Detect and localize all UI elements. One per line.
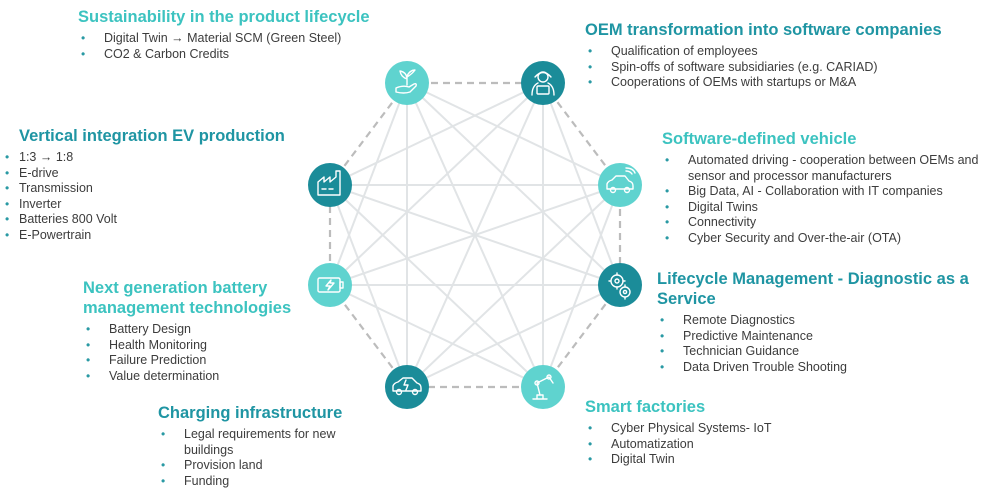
list-item: Transmission bbox=[5, 181, 305, 197]
ring-dashed-line bbox=[329, 82, 408, 186]
ring-dashed-line bbox=[542, 284, 621, 388]
topic-oem-list: Qualification of employees Spin-offs of … bbox=[585, 44, 985, 91]
list-item: Automatization bbox=[585, 437, 885, 453]
list-item: Value determination bbox=[83, 369, 308, 385]
topic-sdv-list: Automated driving - cooperation between … bbox=[662, 153, 992, 247]
list-item: Connectivity bbox=[662, 215, 992, 231]
list-item: Spin-offs of software subsidiaries (e.g.… bbox=[585, 60, 985, 76]
factory-icon bbox=[317, 170, 341, 196]
node-circle bbox=[521, 365, 565, 409]
topic-sustainability: Sustainability in the product lifecycle … bbox=[78, 7, 408, 62]
node-circles bbox=[308, 61, 642, 409]
ring-dashed-line bbox=[542, 82, 621, 186]
list-item: Cyber Security and Over-the-air (OTA) bbox=[662, 231, 992, 247]
topic-oem-title: OEM transformation into software compani… bbox=[585, 21, 942, 39]
connector-lines bbox=[329, 82, 621, 388]
topic-lifecycle-management: Lifecycle Management - Diagnostic as a S… bbox=[657, 269, 977, 375]
connector-line bbox=[406, 284, 621, 388]
topic-charging-title: Charging infrastructure bbox=[158, 404, 343, 422]
node-circle bbox=[598, 263, 642, 307]
list-item: E-Powertrain bbox=[5, 228, 305, 244]
node-circle bbox=[521, 61, 565, 105]
list-item: Digital Twin bbox=[585, 452, 885, 468]
topic-smart-title: Smart factories bbox=[585, 398, 706, 416]
list-item: Legal requirements for new buildings bbox=[158, 427, 358, 458]
node-sustainability bbox=[385, 61, 429, 105]
ring-dashed-line bbox=[329, 284, 408, 388]
topic-battery-management: Next generation battery management techn… bbox=[83, 278, 308, 384]
list-item: Remote Diagnostics bbox=[657, 313, 977, 329]
list-item: Data Driven Trouble Shooting bbox=[657, 360, 977, 376]
list-item: Batteries 800 Volt bbox=[5, 212, 305, 228]
topic-vertical-title: Vertical integration EV production bbox=[19, 127, 285, 145]
node-oem bbox=[521, 61, 565, 105]
topic-lifecycle-list: Remote Diagnostics Predictive Maintenanc… bbox=[657, 313, 977, 375]
robot-arm-icon bbox=[532, 374, 554, 400]
battery-icon bbox=[317, 277, 344, 293]
connected-car-icon bbox=[606, 167, 636, 194]
connector-line bbox=[329, 284, 544, 388]
list-item: Cooperations of OEMs with startups or M&… bbox=[585, 75, 985, 91]
topic-oem: OEM transformation into software compani… bbox=[585, 20, 985, 91]
topic-smart-factories: Smart factories Cyber Physical Systems- … bbox=[585, 397, 885, 468]
topic-charging-infrastructure: Charging infrastructure Legal requiremen… bbox=[158, 403, 388, 489]
hand-plant-icon bbox=[395, 69, 417, 94]
list-item: Failure Prediction bbox=[83, 353, 308, 369]
topic-lifecycle-title: Lifecycle Management - Diagnostic as a S… bbox=[657, 270, 969, 308]
list-item: Digital Twins bbox=[662, 200, 992, 216]
list-item: Health Monitoring bbox=[83, 338, 308, 354]
node-vertical bbox=[308, 163, 352, 207]
list-item: Battery Design bbox=[83, 322, 308, 338]
topic-software-defined-vehicle: Software-defined vehicle Automated drivi… bbox=[662, 129, 992, 247]
connector-line bbox=[329, 184, 408, 388]
topic-battery-title: Next generation battery management techn… bbox=[83, 279, 292, 317]
list-item: Big Data, AI - Collaboration with IT com… bbox=[662, 184, 992, 200]
topic-charging-list: Legal requirements for new buildings Pro… bbox=[158, 427, 358, 489]
gears-icon bbox=[608, 272, 631, 300]
topic-sustainability-title: Sustainability in the product lifecycle bbox=[78, 8, 370, 26]
topic-vertical-list: 1:3 → 1:8 E-drive Transmission Inverter … bbox=[5, 150, 305, 244]
list-item: Digital Twin → Material SCM (Green Steel… bbox=[78, 31, 408, 47]
topic-sdv-title: Software-defined vehicle bbox=[662, 130, 857, 148]
list-item: Predictive Maintenance bbox=[657, 329, 977, 345]
topic-sustainability-list: Digital Twin → Material SCM (Green Steel… bbox=[78, 31, 408, 62]
connector-line bbox=[406, 82, 621, 186]
list-item: Qualification of employees bbox=[585, 44, 985, 60]
node-smart-factories bbox=[521, 365, 565, 409]
node-battery bbox=[308, 263, 352, 307]
list-item: CO2 & Carbon Credits bbox=[78, 47, 408, 63]
node-sdv bbox=[598, 163, 642, 207]
list-item: Funding bbox=[158, 474, 358, 490]
list-item: E-drive bbox=[5, 166, 305, 182]
electric-car-icon bbox=[392, 377, 422, 396]
node-lifecycle bbox=[598, 263, 642, 307]
topic-battery-list: Battery Design Health Monitoring Failure… bbox=[83, 322, 308, 384]
topic-vertical-integration: Vertical integration EV production 1:3 →… bbox=[5, 126, 305, 244]
node-circle bbox=[598, 163, 642, 207]
node-circle bbox=[308, 163, 352, 207]
connector-line bbox=[329, 184, 544, 388]
node-charging bbox=[385, 365, 429, 409]
node-circle bbox=[308, 263, 352, 307]
list-item: Cyber Physical Systems- IoT bbox=[585, 421, 885, 437]
connector-line bbox=[329, 184, 621, 286]
list-item: Provision land bbox=[158, 458, 358, 474]
list-item: Technician Guidance bbox=[657, 344, 977, 360]
topic-smart-list: Cyber Physical Systems- IoT Automatizati… bbox=[585, 421, 885, 468]
list-item: 1:3 → 1:8 bbox=[5, 150, 305, 166]
engineer-laptop-icon bbox=[531, 71, 555, 96]
list-item: Automated driving - cooperation between … bbox=[662, 153, 992, 184]
list-item: Inverter bbox=[5, 197, 305, 213]
connector-line bbox=[329, 82, 544, 186]
